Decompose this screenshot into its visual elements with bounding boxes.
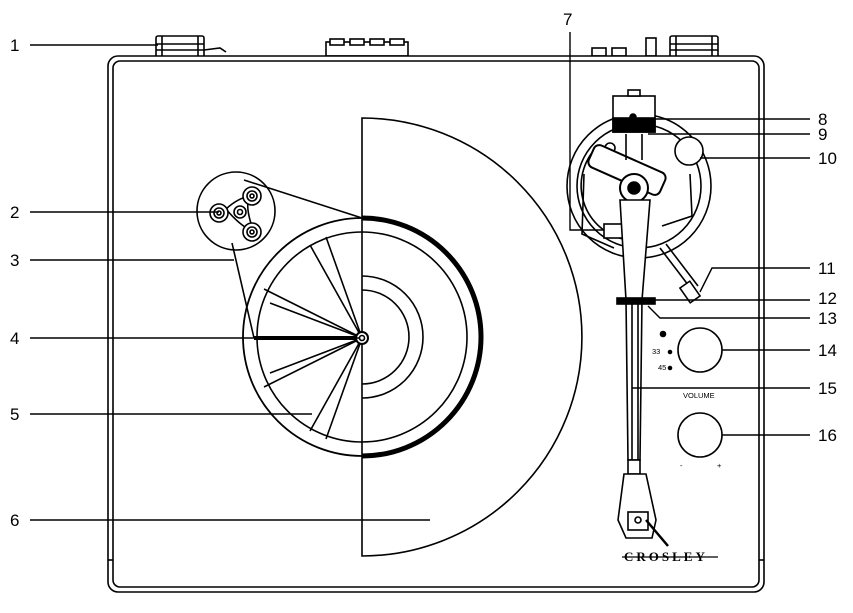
callout-16: 16 (818, 426, 837, 445)
callout-6: 6 (10, 511, 19, 530)
speed-selector-knob[interactable] (659, 327, 723, 373)
callout-10: 10 (818, 149, 837, 168)
callout-2: 2 (10, 203, 19, 222)
speed-45-label: 45 (658, 363, 666, 372)
headshell (617, 459, 669, 547)
callout-lines (30, 32, 810, 521)
callout-13: 13 (818, 309, 837, 328)
dust-cover (361, 117, 583, 557)
rear-switches (325, 37, 657, 57)
volume-max-label: + (717, 461, 722, 470)
callout-5: 5 (10, 405, 19, 424)
callout-1: 1 (10, 36, 19, 55)
callout-14: 14 (818, 341, 837, 360)
volume-knob[interactable] (677, 412, 723, 458)
callout-12: 12 (818, 289, 837, 308)
platter (361, 215, 484, 459)
tonearm-pivot (587, 134, 667, 203)
anti-skate-knob (674, 136, 704, 166)
callout-9: 9 (818, 125, 827, 144)
volume-min-label: - (680, 461, 683, 470)
callout-11: 11 (818, 259, 836, 278)
speed-33-label: 33 (652, 347, 660, 356)
callout-7: 7 (563, 10, 572, 29)
callout-8: 8 (818, 110, 827, 129)
counterweight (612, 89, 656, 133)
callout-numbers: 1 2 3 4 5 6 7 8 9 10 11 12 13 14 15 16 (10, 10, 837, 530)
callout-4: 4 (10, 329, 19, 348)
callout-15: 15 (818, 379, 837, 398)
callout-3: 3 (10, 251, 19, 270)
45-rpm-adapter (209, 186, 262, 242)
volume-label: VOLUME (683, 391, 715, 400)
